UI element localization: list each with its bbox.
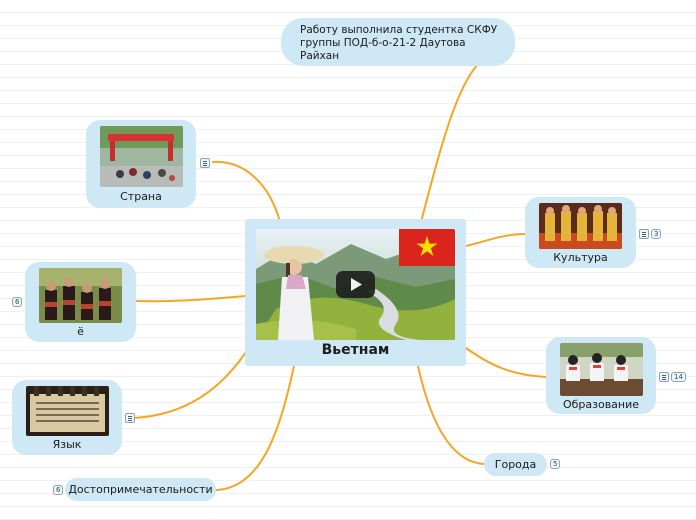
culture-image bbox=[539, 203, 622, 249]
author-node[interactable]: Работу выполнила студентка СКФУ группы П… bbox=[281, 18, 515, 66]
branch-author bbox=[420, 63, 479, 223]
note-icon[interactable] bbox=[200, 158, 210, 168]
star-icon bbox=[416, 236, 438, 256]
yo-label: ё bbox=[77, 325, 84, 338]
note-icon[interactable] bbox=[125, 413, 135, 423]
culture-count-badge[interactable]: 3 bbox=[651, 229, 662, 239]
cities-node[interactable]: Города bbox=[484, 453, 547, 476]
branch-yo bbox=[135, 295, 247, 303]
play-button[interactable] bbox=[336, 271, 375, 298]
sights-label: Достопримечательности bbox=[68, 483, 213, 496]
play-icon bbox=[351, 278, 362, 291]
language-label: Язык bbox=[52, 438, 82, 451]
branch-culture bbox=[465, 233, 526, 247]
author-text: Работу выполнила студентка СКФУ группы П… bbox=[300, 24, 498, 62]
branch-sights bbox=[215, 365, 295, 491]
sights-count-badge[interactable]: 6 bbox=[53, 485, 64, 495]
education-label: Образование bbox=[562, 398, 640, 411]
branch-cities bbox=[417, 365, 485, 465]
yo-image bbox=[39, 268, 122, 323]
cities-label: Города bbox=[494, 458, 537, 471]
note-icon[interactable] bbox=[639, 229, 649, 239]
vietnam-flag bbox=[399, 229, 455, 266]
country-image bbox=[100, 126, 183, 187]
education-node[interactable]: Образование bbox=[546, 337, 656, 414]
sights-node[interactable]: Достопримечательности bbox=[65, 478, 216, 501]
culture-label: Культура bbox=[553, 251, 608, 264]
country-label: Страна bbox=[120, 190, 162, 203]
education-count-badge[interactable]: 14 bbox=[671, 372, 686, 382]
branch-country bbox=[212, 160, 281, 223]
country-node[interactable]: Страна bbox=[86, 120, 196, 208]
central-title: Вьетнам bbox=[321, 342, 390, 358]
language-node[interactable]: Язык bbox=[12, 380, 122, 455]
branch-education bbox=[465, 347, 547, 378]
education-image bbox=[560, 343, 643, 396]
branch-language bbox=[133, 351, 247, 419]
central-node[interactable]: Вьетнам bbox=[245, 219, 466, 366]
culture-node[interactable]: Культура bbox=[525, 197, 636, 268]
language-image bbox=[26, 386, 109, 436]
cities-count-badge[interactable]: 5 bbox=[550, 459, 561, 469]
central-video-thumbnail[interactable] bbox=[256, 229, 455, 340]
note-icon[interactable] bbox=[659, 372, 669, 382]
yo-node[interactable]: ё bbox=[25, 262, 136, 342]
yo-count-badge[interactable]: 6 bbox=[12, 297, 23, 307]
